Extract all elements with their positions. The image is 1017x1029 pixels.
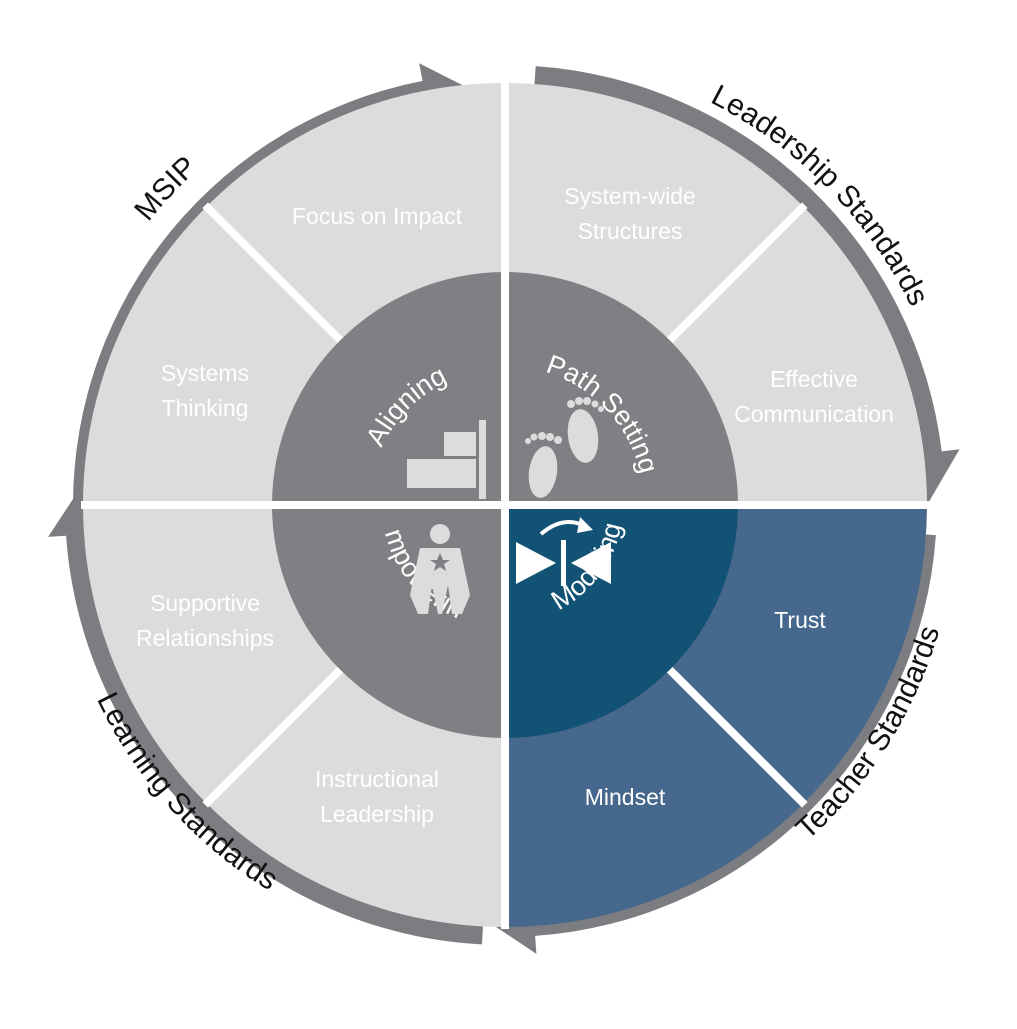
label-line: Effective <box>770 366 858 392</box>
inner-circle <box>271 271 739 739</box>
label-trust: Trust <box>774 607 826 633</box>
aligned-blocks-icon <box>407 420 486 499</box>
wedge-divider <box>202 202 351 351</box>
inner-quadrant-path-setting <box>505 272 738 505</box>
label-line: Supportive <box>150 590 260 616</box>
label-line: Trust <box>774 607 826 633</box>
label-line: Mindset <box>585 784 666 810</box>
label-mindset: Mindset <box>585 784 666 810</box>
footprints-icon <box>525 397 604 498</box>
label-line: Systems <box>161 360 249 386</box>
superhero-icon <box>410 524 470 614</box>
wedge-divider <box>659 659 808 808</box>
label-line: System-wide <box>564 183 696 209</box>
label-line: Relationships <box>136 625 274 651</box>
label-line: Instructional <box>315 766 439 792</box>
label-line: Focus on Impact <box>292 203 463 229</box>
reflect-arrows-icon <box>516 517 611 586</box>
wedge-divider <box>659 202 808 351</box>
label-line: Structures <box>578 218 683 244</box>
label-line: Communication <box>734 401 894 427</box>
label-focus-on-impact: Focus on Impact <box>292 203 463 229</box>
label-line: Leadership <box>320 801 434 827</box>
wedge-divider <box>202 659 351 808</box>
label-line: Thinking <box>162 395 249 421</box>
